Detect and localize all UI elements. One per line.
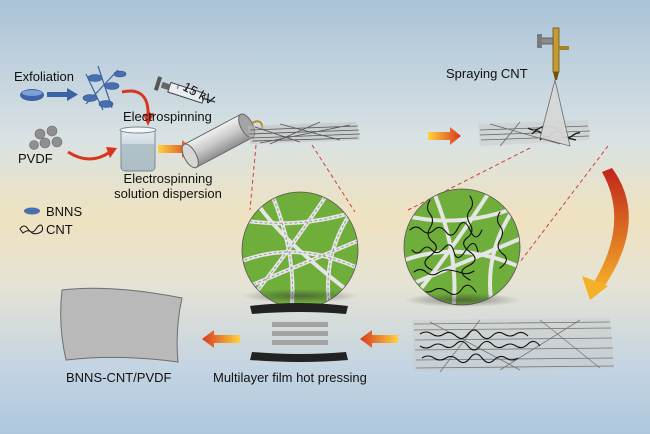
- press-to-product-arrow-icon: [202, 330, 240, 348]
- electrospun-mat-icon: [248, 121, 361, 145]
- legend-cnt-label: CNT: [46, 222, 73, 237]
- electrospinning-label: Electrospinning: [123, 109, 212, 124]
- hot-pressing-label: Multilayer film hot pressing: [213, 370, 367, 385]
- pvdf-to-beaker-arrow-icon: [67, 150, 111, 161]
- legend-cnt-icon: [19, 224, 44, 235]
- exfoliation-arrow-icon: [47, 88, 78, 101]
- exfoliation-to-beaker-arrow-icon: [121, 89, 150, 119]
- mat-to-spraying-arrow-icon: [428, 127, 461, 145]
- product-film-icon: [60, 287, 183, 363]
- product-label: BNNS-CNT/PVDF: [66, 370, 172, 385]
- legend-bnns-label: BNNS: [46, 204, 83, 219]
- hot-press-icon: [250, 303, 348, 362]
- stacking-curved-arrow-icon: [594, 168, 629, 290]
- dispersion-label-line1: Electrospinning: [123, 171, 213, 186]
- shadow-right: [404, 293, 520, 307]
- spray-cone-icon: [539, 79, 571, 147]
- spray-gun-icon: [537, 27, 569, 80]
- syringe-icon: [153, 76, 216, 104]
- exfoliated-nanosheets-icon: [82, 65, 127, 111]
- cnt-coated-mat-icon: [478, 120, 591, 147]
- pvdf-label: PVDF: [18, 151, 53, 166]
- stack-to-press-arrow-icon: [360, 330, 398, 348]
- bnns-flake-icon: [20, 89, 44, 101]
- dispersion-label-line2: solution dispersion: [114, 186, 222, 201]
- exfoliation-label: Exfoliation: [14, 69, 74, 84]
- beaker-icon: [119, 126, 157, 172]
- legend-bnns-icon: [24, 207, 40, 215]
- stacked-mats-icon: [412, 318, 615, 373]
- pvdf-pellets-icon: [29, 125, 63, 150]
- spraying-label: Spraying CNT: [446, 66, 528, 81]
- shadow-left: [242, 289, 358, 303]
